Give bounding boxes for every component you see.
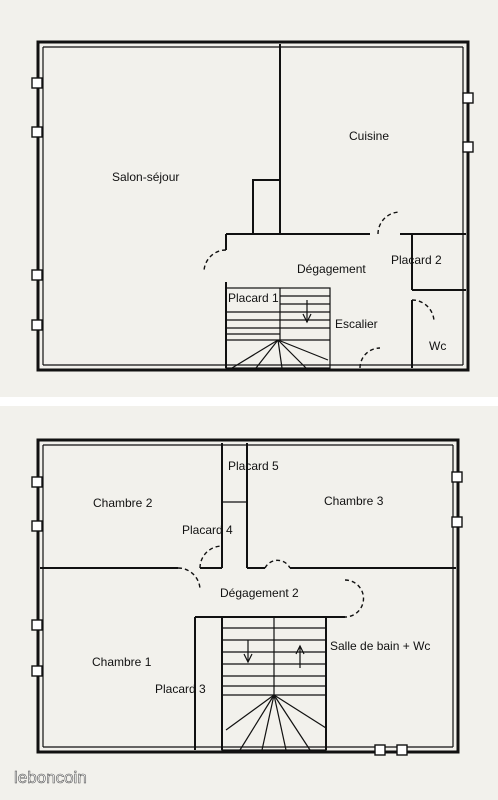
window-icon (31, 476, 43, 488)
door-swing-icon (203, 249, 227, 273)
room-label-degagement: Dégagement (297, 262, 366, 276)
upper-floor-plan: Placard 5 Chambre 2 Chambre 3 Placard 4 … (0, 406, 498, 800)
room-label-cuisine: Cuisine (349, 129, 389, 143)
door-swing-icon (177, 567, 201, 591)
room-label-salle-de-bain: Salle de bain + Wc (330, 639, 430, 653)
room-label-escalier: Escalier (335, 317, 378, 331)
room-label-wc: Wc (429, 339, 446, 353)
window-icon (451, 516, 463, 528)
room-label-chambre-3: Chambre 3 (324, 494, 384, 508)
door-swing-icon (359, 347, 381, 369)
room-label-salon: Salon-séjour (112, 170, 179, 184)
window-icon (462, 141, 474, 153)
window-icon (31, 126, 43, 138)
window-icon (31, 619, 43, 631)
window-icon (462, 92, 474, 104)
door-swing-icon (344, 579, 365, 618)
door-swing-icon (411, 299, 435, 323)
room-label-chambre-1: Chambre 1 (92, 655, 152, 669)
door-swing-icon (264, 559, 291, 569)
room-label-placard-1: Placard 1 (228, 291, 279, 305)
room-label-placard-2: Placard 2 (391, 253, 442, 267)
window-icon (31, 269, 43, 281)
room-label-degagement-2: Dégagement 2 (220, 586, 299, 600)
room-label-chambre-2: Chambre 2 (93, 496, 153, 510)
room-label-placard-5: Placard 5 (228, 459, 279, 473)
stair-treads (226, 295, 330, 369)
ground-floor-outer-wall (36, 40, 470, 372)
window-icon (31, 665, 43, 677)
room-label-placard-3: Placard 3 (155, 682, 206, 696)
door-swing-icon (377, 211, 401, 235)
ground-floor-paper (0, 0, 498, 397)
stair-treads (222, 627, 327, 751)
window-icon (451, 471, 463, 483)
panel-separator (0, 397, 498, 406)
room-label-placard-4: Placard 4 (182, 523, 233, 537)
window-icon (374, 744, 386, 756)
window-icon (31, 77, 43, 89)
ground-floor-plan: Salon-séjour Cuisine Dégagement Placard … (0, 0, 498, 397)
upper-floor-outer-wall (36, 438, 460, 754)
leboncoin-watermark: leboncoin (14, 768, 87, 787)
window-icon (31, 319, 43, 331)
door-swing-icon (199, 545, 223, 569)
window-icon (396, 744, 408, 756)
window-icon (31, 520, 43, 532)
